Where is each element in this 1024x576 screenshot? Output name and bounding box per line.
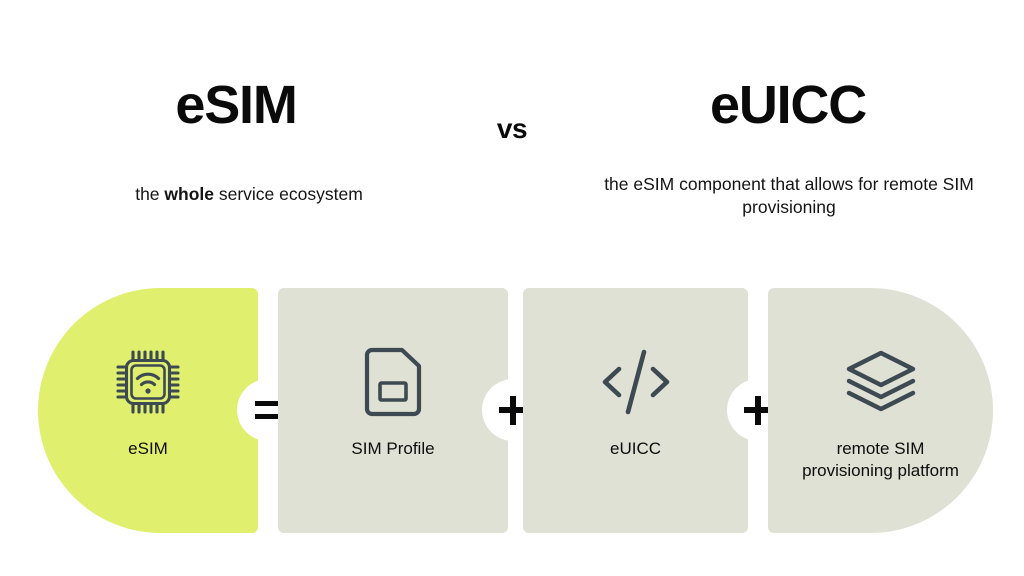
header-section: eSIM vs eUICC the whole service ecosyste… [0,0,1024,270]
equals-glyph [254,401,282,419]
subtitle-esim-prefix: the [135,184,165,204]
sim-card-icon [360,346,426,418]
chip-wifi-icon [111,346,185,418]
subtitle-esim: the whole service ecosystem [40,183,458,206]
panel-label-esim: eSIM [128,439,168,458]
page-title-euicc: eUICC [709,75,867,135]
equation-strip: eSIM SIM Profile [38,288,993,533]
subtitle-euicc: the eSIM component that allows for remot… [604,174,974,218]
panel-label-sim-profile: SIM Profile [351,439,435,458]
subtitle-esim-emphasis: whole [164,184,214,204]
panel-label-euicc: eUICC [609,439,661,458]
page-title-esim: eSIM [175,75,297,135]
panel-esim: eSIM [38,288,258,533]
panel-rsp-platform: remote SIM provisioning platform [768,288,993,533]
code-brackets-icon [593,346,679,418]
plus-glyph [482,379,544,441]
panel-euicc: eUICC [523,288,748,533]
versus-label: vs [496,113,528,144]
subtitle-esim-suffix: service ecosystem [214,184,363,204]
panel-label-rsp-platform: remote SIM provisioning platform [802,439,959,481]
plus-glyph [727,379,789,441]
panel-sim-profile: SIM Profile [278,288,508,533]
layers-stack-icon [843,346,919,418]
